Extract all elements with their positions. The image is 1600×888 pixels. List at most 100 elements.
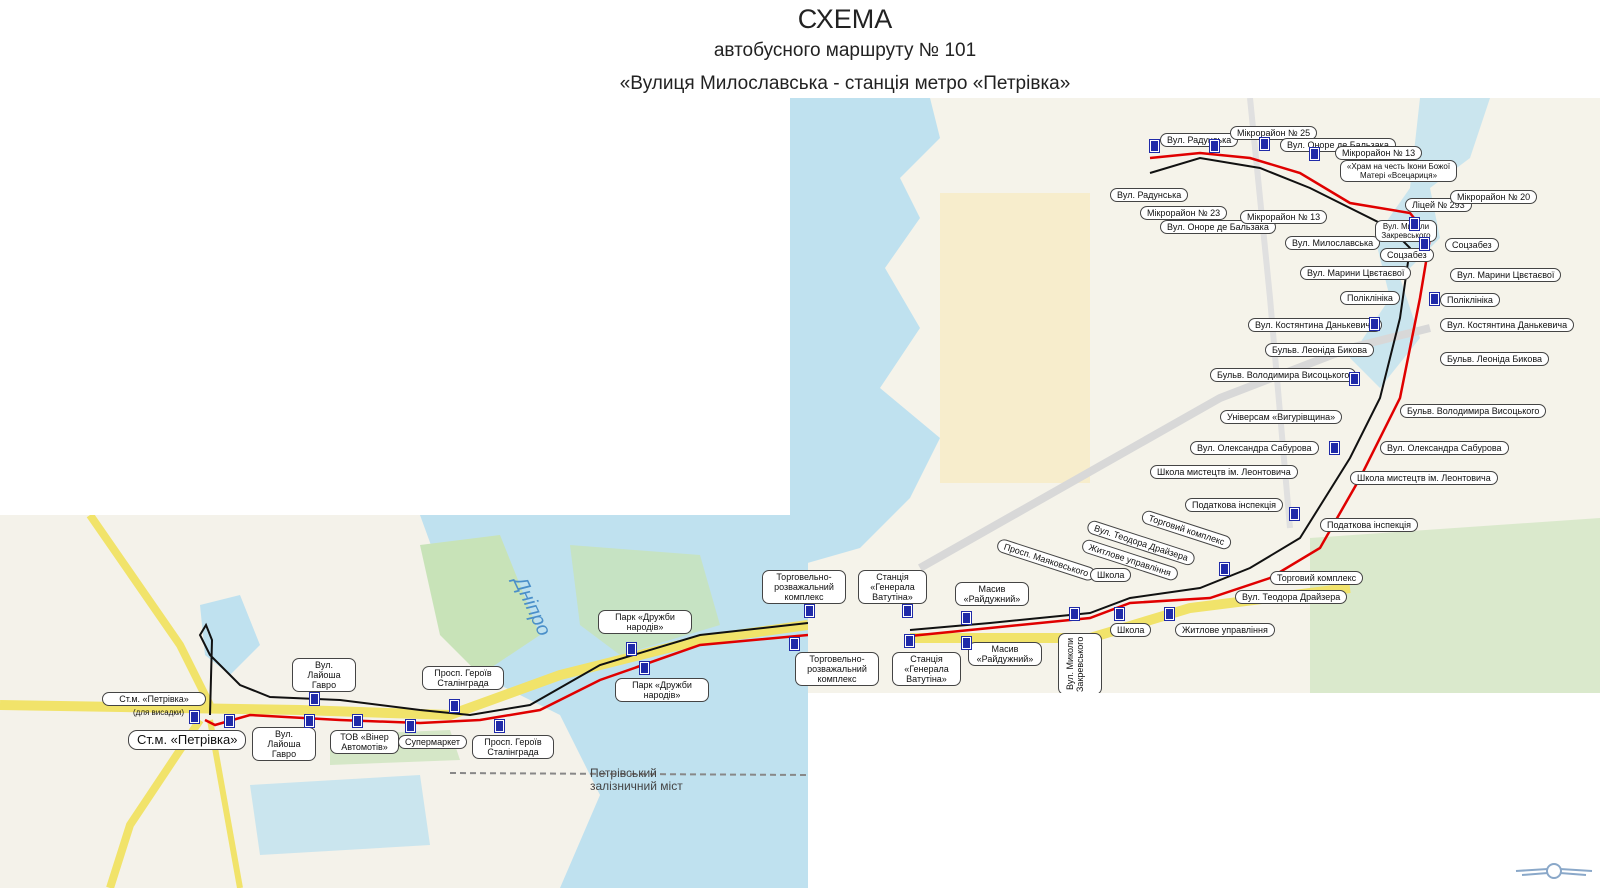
water-area (790, 98, 940, 568)
stop-label: Вул. Костянтина Данькевича (1248, 318, 1383, 332)
bus-stop-icon (224, 714, 235, 728)
stop-label: Парк «Дружби народів» (598, 610, 692, 634)
bus-stop-icon (309, 692, 320, 706)
bus-stop-icon (1219, 562, 1230, 576)
bus-stop-icon (804, 604, 815, 618)
stop-label: Вул. Радунська (1160, 133, 1239, 147)
map-left-background (0, 515, 808, 888)
bus-stop-icon (961, 611, 972, 625)
lake-area (200, 595, 260, 675)
stop-label: Ст.м. «Петрівка» (128, 730, 247, 750)
park-area (1310, 518, 1600, 693)
stop-label: Парк «Дружби народів» (615, 678, 709, 702)
stop-label: Вул. Олександра Сабурова (1380, 441, 1509, 455)
bus-stop-icon (449, 699, 460, 713)
stop-label: Торговельно-розважальний комплекс (762, 570, 846, 604)
stop-label: Школа мистецтв ім. Леонтовича (1150, 465, 1298, 479)
road-yellow (0, 620, 808, 721)
stop-label: Школа (1110, 623, 1152, 637)
stop-label: Вул. Лайоша Гавро (292, 658, 356, 692)
stop-label: (для висадки) (133, 708, 185, 717)
stop-label: Податкова інспекція (1320, 518, 1419, 532)
stop-label: Масив «Райдужний» (968, 642, 1042, 666)
stop-label: Вул. Марини Цвєтаєвої (1300, 266, 1412, 280)
stop-label: Станція «Генерала Ватутіна» (892, 652, 961, 686)
bus-stop-icon (189, 710, 200, 724)
bus-stop-icon (1419, 237, 1430, 251)
stop-label: Податкова інспекція (1185, 498, 1284, 512)
road-yellow (86, 515, 214, 707)
bus-stop-icon (494, 719, 505, 733)
road-grey-2 (1247, 98, 1293, 529)
bus-stop-icon (1409, 217, 1420, 231)
stop-label: Мікрорайон № 13 (1335, 146, 1423, 160)
bus-stop-icon (1369, 317, 1380, 331)
bus-stop-icon (405, 719, 416, 733)
route-back (909, 156, 1412, 631)
stop-label: Поліклініка (1340, 291, 1400, 305)
logo-icon (1515, 863, 1593, 879)
bus-stop-icon (1329, 441, 1340, 455)
bus-stop-icon (352, 714, 363, 728)
stop-label: Станція «Генерала Ватутіна» (858, 570, 927, 604)
road-yellow (106, 717, 204, 888)
stop-label: Житлове управління (1175, 623, 1275, 637)
stop-label: ТОВ «Вінер Автомотів» (330, 730, 399, 754)
route-back (198, 622, 808, 717)
stop-label: Соцзабез (1445, 238, 1499, 252)
stop-label: Супермаркет (398, 735, 467, 749)
stop-label: Вул. Лайоша Гавро (252, 727, 316, 761)
stop-label: Вул. Миколи Закревського (1375, 220, 1437, 242)
bus-stop-icon (902, 604, 913, 618)
stop-label: Вул. Радунська (1110, 188, 1189, 202)
stop-label: Вул. Костянтина Данькевича (1440, 318, 1575, 332)
bridge-label: Петрівський залізничний міст (590, 766, 683, 793)
bus-stop-icon (1069, 607, 1080, 621)
stop-label: Мікрорайон № 25 (1230, 126, 1318, 140)
bus-stop-icon (1309, 147, 1320, 161)
residential-area (940, 193, 1090, 483)
map-left-section[interactable]: Дніпро Петрівський залізничний міст Ст.м… (0, 515, 808, 888)
stop-label: Поліклініка (1440, 293, 1500, 307)
bus-stop-icon (1209, 139, 1220, 153)
bus-stop-icon (904, 634, 915, 648)
lake-area (250, 775, 430, 855)
bus-stop-icon (1114, 607, 1125, 621)
stop-label: Вул. Милославська (1285, 236, 1381, 250)
stop-label: Вул. Марини Цвєтаєвої (1450, 268, 1562, 282)
stop-label: Універсам «Вигурівщина» (1220, 410, 1343, 424)
stop-label: Торговий комплекс (1270, 571, 1364, 585)
title-line-1: СХЕМА (797, 4, 893, 34)
stop-label: Мікрорайон № 13 (1240, 210, 1328, 224)
bus-stop-icon (1349, 372, 1360, 386)
bus-stop-icon (1289, 507, 1300, 521)
stop-label: «Храм на честь Ікони Божої Матері «Всеца… (1340, 160, 1457, 182)
bus-stop-icon (639, 661, 650, 675)
stop-label: Школа мистецтв ім. Леонтовича (1350, 471, 1498, 485)
bus-stop-icon (1429, 292, 1440, 306)
stop-label: Масив «Райдужний» (955, 582, 1029, 606)
stop-label: Бульв. Володимира Висоцького (1400, 404, 1547, 418)
bus-stop-icon (1149, 139, 1160, 153)
stop-label: Вул. Олександра Сабурова (1190, 441, 1319, 455)
bus-stop-icon (789, 637, 800, 651)
title-line-3: «Вулиця Милославська - станція метро «Пе… (619, 73, 1071, 94)
stop-label: Бульв. Леоніда Бикова (1440, 352, 1550, 366)
stop-label: Торговельно-розважальний комплекс (795, 652, 879, 686)
stop-label: Просп. Героїв Сталінграда (472, 735, 554, 759)
bus-stop-icon (304, 714, 315, 728)
stop-label: Вул. Теодора Драйзера (1235, 590, 1348, 604)
stop-label: Мікрорайон № 23 (1140, 206, 1228, 220)
bus-stop-icon (961, 636, 972, 650)
bus-stop-icon (1164, 607, 1175, 621)
stop-label: Вул. Миколи Закревського (1058, 633, 1102, 693)
stop-label: Соцзабез (1380, 248, 1434, 262)
stop-label: Бульв. Леоніда Бикова (1265, 343, 1375, 357)
stop-label: Бульв. Володимира Висоцького (1210, 368, 1357, 382)
bus-stop-icon (1259, 137, 1270, 151)
stop-label: Ст.м. «Петрівка» (102, 692, 206, 706)
stop-label: Мікрорайон № 20 (1450, 190, 1538, 204)
stop-label: Просп. Героїв Сталінграда (422, 666, 504, 690)
title-line-2: автобусного маршруту № 101 (713, 40, 977, 61)
park-area (420, 535, 540, 675)
